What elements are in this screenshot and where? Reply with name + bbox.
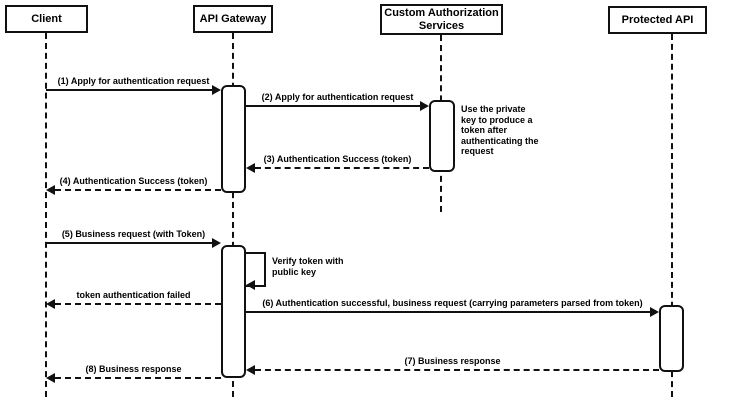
message-2-line <box>246 105 420 107</box>
message-3-line <box>255 167 429 169</box>
activation-api-gateway-auth <box>221 85 246 193</box>
activation-api-gateway-business <box>221 245 246 378</box>
message-7-label: (7) Business response <box>404 356 501 366</box>
arrowhead-left-icon <box>246 365 255 375</box>
message-token-auth-failed-line <box>55 303 221 305</box>
actor-box-protected-api: Protected API <box>608 6 707 34</box>
arrowhead-left-icon <box>46 299 55 309</box>
actor-box-api-gateway: API Gateway <box>193 5 273 33</box>
message-2-label: (2) Apply for authentication request <box>261 92 414 102</box>
actor-box-custom-authorization-services: Custom Authorization Services <box>380 4 503 35</box>
lifeline-api-gateway <box>232 33 234 397</box>
arrowhead-right-icon <box>650 307 659 317</box>
message-1-label: (1) Apply for authentication request <box>57 76 210 86</box>
arrowhead-left-icon <box>246 280 255 290</box>
self-message-label: Verify token with public key <box>272 256 344 277</box>
message-5-label: (5) Business request (with Token) <box>61 229 206 239</box>
self-message-loop-line <box>246 252 266 287</box>
actor-label-api-gateway: API Gateway <box>199 12 267 25</box>
message-5-line <box>46 242 212 244</box>
activation-custom-authorization-services <box>429 100 455 172</box>
message-7-line <box>255 369 659 371</box>
message-1-line <box>46 89 212 91</box>
message-4-line <box>55 189 221 191</box>
message-3-label: (3) Authentication Success (token) <box>263 154 412 164</box>
message-6-line <box>246 311 650 313</box>
arrowhead-right-icon <box>212 85 221 95</box>
lifeline-client <box>45 33 47 397</box>
message-8-line <box>55 377 221 379</box>
message-token-auth-failed-label: token authentication failed <box>76 290 191 300</box>
arrowhead-right-icon <box>212 238 221 248</box>
lifeline-protected-api <box>671 34 673 397</box>
actor-label-client: Client <box>31 12 62 25</box>
activation-protected-api <box>659 305 684 372</box>
arrowhead-right-icon <box>420 101 429 111</box>
note-private-key: Use the private key to produce a token a… <box>461 104 539 156</box>
arrowhead-left-icon <box>46 373 55 383</box>
actor-label-protected-api: Protected API <box>621 13 694 26</box>
message-4-label: (4) Authentication Success (token) <box>59 176 208 186</box>
arrowhead-left-icon <box>46 185 55 195</box>
message-6-label: (6) Authentication successful, business … <box>262 298 643 308</box>
arrowhead-left-icon <box>246 163 255 173</box>
actor-label-custom-authorization-services: Custom Authorization Services <box>384 6 499 32</box>
message-8-label: (8) Business response <box>85 364 182 374</box>
actor-box-client: Client <box>5 5 88 33</box>
